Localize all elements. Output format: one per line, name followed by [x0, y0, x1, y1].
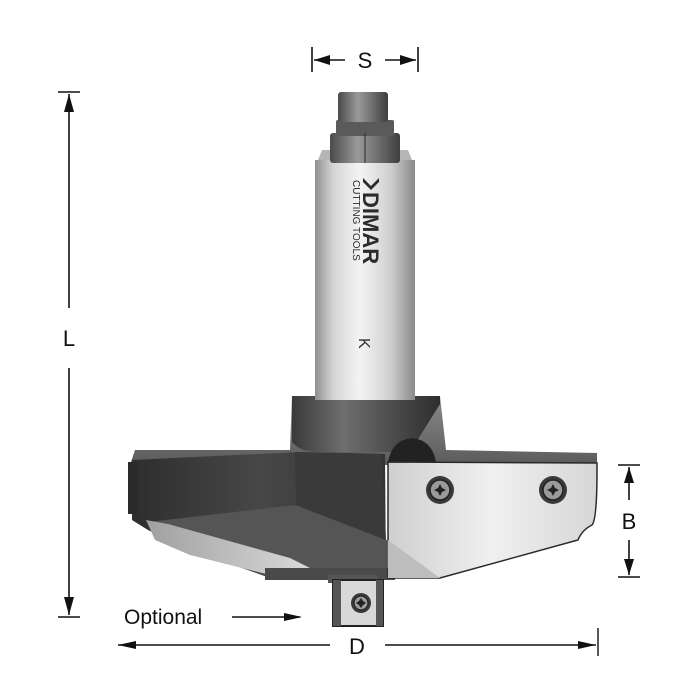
insert-bevel [388, 540, 440, 578]
screw-icon [539, 476, 567, 504]
dimension-s [311, 47, 419, 72]
optional-arrow-icon [232, 613, 302, 621]
optional-insert-side [333, 580, 341, 626]
dim-label-s: S [358, 48, 373, 73]
optional-label: Optional [124, 606, 202, 629]
dim-label-b: B [622, 509, 637, 534]
screw-icon [426, 476, 454, 504]
dimar-logo-icon [363, 178, 379, 190]
dim-label-d: D [349, 634, 365, 659]
brand-text: DIMAR [358, 192, 383, 264]
body-lower-facet [148, 505, 387, 578]
cutter-body [128, 396, 597, 580]
dimension-l [58, 91, 80, 618]
shank-body [315, 160, 415, 400]
tool-code: K [355, 338, 372, 349]
left-edge-insert [128, 462, 138, 514]
brand-subtitle: CUTTING TOOLS [350, 180, 361, 261]
shank-engraving: DIMAR CUTTING TOOLS K [350, 178, 383, 349]
optional-insert-side [376, 580, 383, 626]
dimension-d [118, 628, 599, 656]
cap-screw [338, 92, 388, 122]
dim-label-l: L [63, 326, 75, 351]
body-shoulder [295, 452, 386, 540]
gullet [388, 438, 436, 462]
shank [315, 92, 415, 400]
lock-nut-lower [336, 120, 394, 136]
main-insert [387, 461, 598, 579]
dimension-b [618, 464, 640, 578]
collar [292, 396, 440, 452]
insert-plate [387, 461, 598, 579]
optional-insert [328, 575, 384, 627]
screw-icon [351, 593, 371, 613]
left-blade [146, 520, 330, 580]
